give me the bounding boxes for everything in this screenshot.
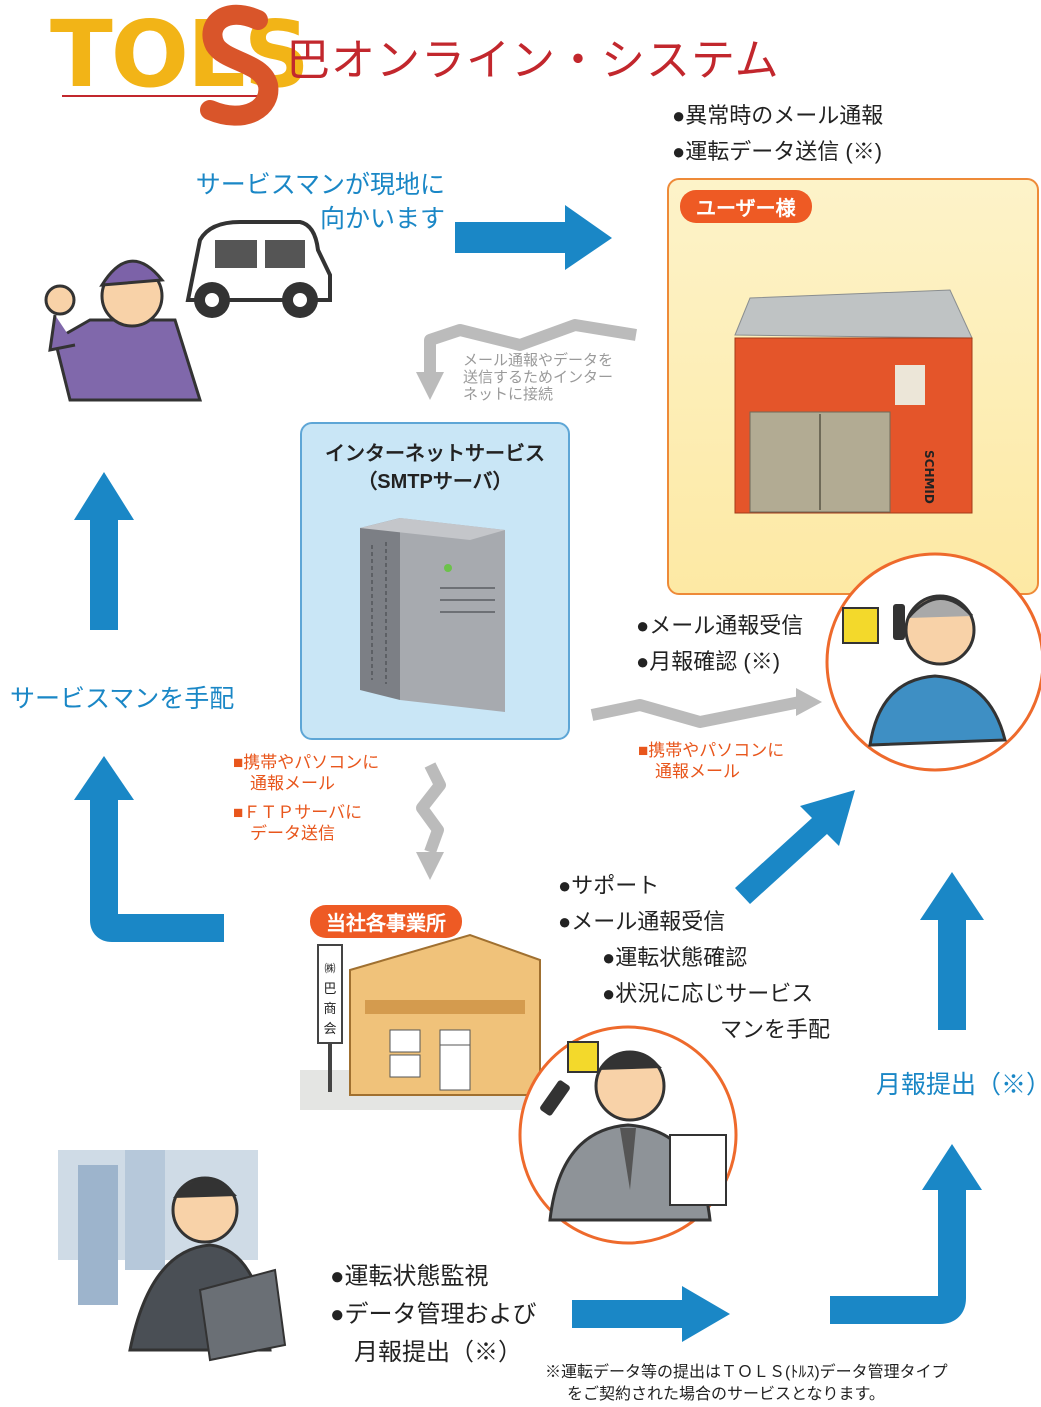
customer-bullet: ●メール通報受信 [636, 613, 804, 638]
arrow-report-head [922, 1144, 982, 1190]
hq-bullet: ●運転状態監視 [330, 1263, 489, 1290]
serviceman-goes-line: 向かいます [319, 205, 445, 233]
server-output-line: 通報メール [233, 774, 335, 793]
user-bullets: ●異常時のメール通報 ●運転データ送信 (※) [672, 98, 883, 170]
office-sign-char: 会 [323, 1022, 336, 1037]
hq-illustration [58, 1150, 287, 1362]
arrow-up-right-top [920, 872, 984, 1030]
customer-bullet: ●月報確認 (※) [636, 649, 781, 674]
footnote: ※運転データ等の提出はＴＯＬＳ(ﾄﾙｽ)データ管理タイプ をご契約された場合のサ… [545, 1362, 948, 1406]
arrow-hq-to-report [572, 1286, 730, 1342]
internet-note-line: ネットに接続 [463, 386, 554, 403]
car-icon [185, 220, 332, 318]
serviceman-goes-line: サービスマンが現地に [195, 171, 445, 199]
user-panel [667, 178, 1039, 595]
customer-mail-note: ■携帯やパソコンに 通報メール [638, 740, 784, 782]
arrow-office-to-customer [735, 790, 855, 904]
hq-bullets: ●運転状態監視 ●データ管理および 月報提出（※） [330, 1258, 537, 1372]
office-sub-bullet: ●運転状態確認 [602, 945, 748, 970]
office-staff-illustration [518, 1025, 738, 1245]
office-sign-char: 商 [323, 1002, 336, 1017]
office-bullet: ●メール通報受信 [558, 909, 726, 934]
server-output-line: データ送信 [233, 824, 335, 843]
office-sign-char: ㈱ [325, 962, 336, 975]
internet-note-line: 送信するためインター [463, 369, 614, 386]
server-output-line: ■携帯やパソコンに [233, 753, 380, 772]
logo-underline [62, 95, 262, 97]
serviceman-illustration [44, 259, 203, 402]
office-building [300, 933, 541, 1110]
customer-mail-line: ■携帯やパソコンに [638, 741, 785, 760]
office-sub-bullets: ●運転状態確認 ●状況に応じサービス マンを手配 [602, 940, 830, 1048]
arrow-arrange-l [90, 800, 224, 942]
user-badge: ユーザー様 [680, 190, 812, 223]
hq-bullet: 月報提出（※） [330, 1339, 522, 1366]
internet-note-line: メール通報やデータを [463, 352, 614, 369]
hq-bullet: ●データ管理および [330, 1301, 537, 1328]
server-to-customer-zigzag [590, 696, 802, 728]
server-output-line: ■ＦＴＰサーバに [233, 803, 363, 822]
arrow-arrange-head [74, 756, 134, 800]
arrow-to-site [455, 205, 612, 270]
office-bullets: ●サポート ●メール通報受信 [558, 868, 725, 940]
office-sign-char: 巴 [323, 982, 336, 997]
internet-subtitle-line: （SMTPサーバ） [357, 471, 513, 493]
arrow-report-l [830, 1190, 966, 1324]
monthly-report-text: 月報提出（※） [876, 1071, 1041, 1099]
internet-note: メール通報やデータを 送信するためインター ネットに接続 [463, 352, 613, 403]
server-output-notes: ■携帯やパソコンに 通報メール ■ＦＴＰサーバに データ送信 [233, 752, 379, 844]
arrow-up-left [74, 472, 134, 630]
customer-mail-line: 通報メール [638, 762, 740, 781]
office-bullet: ●サポート [558, 873, 660, 898]
office-sub-bullet: マンを手配 [698, 1017, 831, 1042]
user-bullet: ●異常時のメール通報 [672, 103, 884, 128]
gray-arrow-head [416, 372, 444, 400]
footnote-line: ※運転データ等の提出はＴＯＬＳ(ﾄﾙｽ)データ管理タイプ [545, 1364, 948, 1381]
customer-bullets: ●メール通報受信 ●月報確認 (※) [636, 608, 803, 680]
footnote-line: をご契約された場合のサービスとなります。 [567, 1386, 885, 1403]
gray-arrow-head-3 [796, 688, 822, 716]
tols-logo: TOLS [50, 1, 310, 108]
office-badge: 当社各事業所 [310, 905, 462, 938]
arrange-serviceman-text: サービスマンを手配 [10, 685, 235, 713]
gray-arrow-head-2 [416, 852, 444, 880]
internet-title-line: インターネットサービス [325, 443, 545, 465]
office-sub-bullet: ●状況に応じサービス [602, 981, 814, 1006]
user-bullet: ●運転データ送信 (※) [672, 139, 883, 164]
page-title: 巴オンライン・システム [286, 36, 780, 85]
serviceman-goes-text: サービスマンが現地に 向かいます [195, 168, 445, 236]
server-to-office-zigzag [416, 762, 446, 855]
internet-service-title: インターネットサービス （SMTPサーバ） [300, 440, 570, 496]
